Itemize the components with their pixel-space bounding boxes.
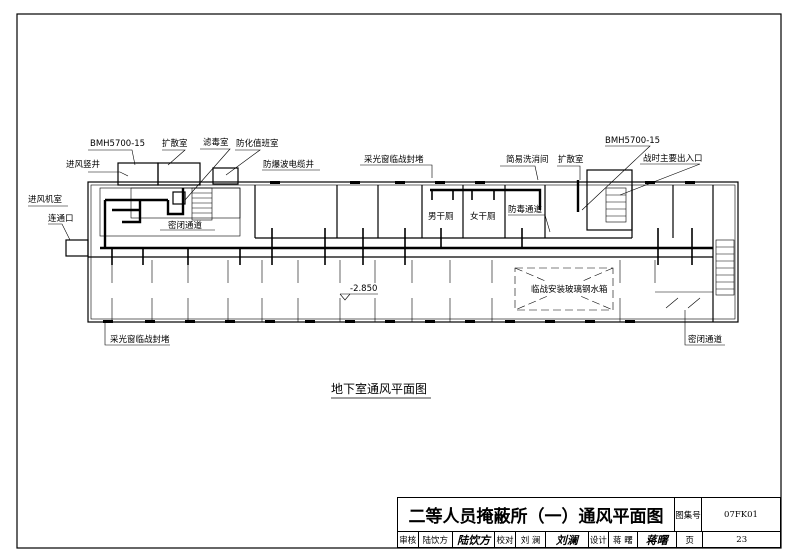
page-label: 页: [677, 532, 704, 547]
diffusion-room-label-right: 扩散室: [558, 154, 584, 165]
design-label: 设计: [589, 532, 610, 547]
cable-shaft-label: 防爆波电缆井: [263, 159, 314, 170]
reviewer: 陆饮方: [419, 532, 453, 547]
designer: 蒋 曙: [609, 532, 638, 547]
window-marks: [103, 181, 695, 323]
sheet-border: [16, 13, 782, 549]
intake-shaft-label: 进风竖井: [66, 159, 100, 170]
elevation-label: -2.850: [350, 284, 377, 294]
designer-signature: 蒋曙: [638, 532, 677, 547]
bmh-label-right: BMH5700-15: [605, 136, 660, 146]
building-walls: [65, 162, 739, 323]
page-number: 23: [736, 534, 748, 545]
simple-decon-label: 简易洗消间: [506, 154, 549, 165]
intake-fan-room-label: 进风机室: [28, 194, 63, 205]
filter-room-label: 滤毒室: [203, 137, 229, 148]
gas-proof-passage-label: 防毒通道: [508, 204, 543, 215]
air-ducts: [100, 180, 713, 265]
drawing-title: 地下室通风平面图: [331, 381, 427, 396]
atlas-no: 07FK01: [724, 509, 758, 520]
connection-door-label: 连通口: [48, 213, 74, 224]
male-toilet-label: 男干厕: [428, 212, 454, 222]
airlock-left-label: 密闭通道: [168, 220, 203, 231]
main-entrance-label: 战时主要出入口: [643, 153, 703, 164]
title-block: 二等人员掩蔽所（一）通风平面图 图集号 07FK01 审核 陆饮方 陆饮方 校对…: [397, 497, 781, 548]
water-tank-label: 临战安装玻璃钢水箱: [531, 284, 608, 295]
checker-signature: 刘澜: [546, 532, 589, 547]
window-seal-bottom-label: 采光窗临战封堵: [110, 334, 170, 345]
sheet-title: 二等人员掩蔽所（一）通风平面图: [398, 498, 675, 531]
leader-lines: [28, 145, 725, 346]
check-label: 校对: [495, 532, 516, 547]
checker: 刘 澜: [516, 532, 547, 547]
water-tank: [514, 267, 614, 311]
airlock-right-label: 密闭通道: [688, 334, 723, 345]
elevation-marker: [339, 293, 378, 301]
diffusion-room-label-left: 扩散室: [162, 138, 188, 149]
review-label: 审核: [398, 532, 419, 547]
window-seal-top-label: 采光窗临战封堵: [364, 154, 424, 165]
atlas-no-label: 图集号: [675, 498, 702, 531]
female-toilet-label: 女干厕: [470, 211, 496, 222]
bmh-label-left: BMH5700-15: [90, 139, 145, 149]
reviewer-signature: 陆饮方: [453, 532, 496, 547]
duty-room-label: 防化值班室: [236, 138, 279, 149]
